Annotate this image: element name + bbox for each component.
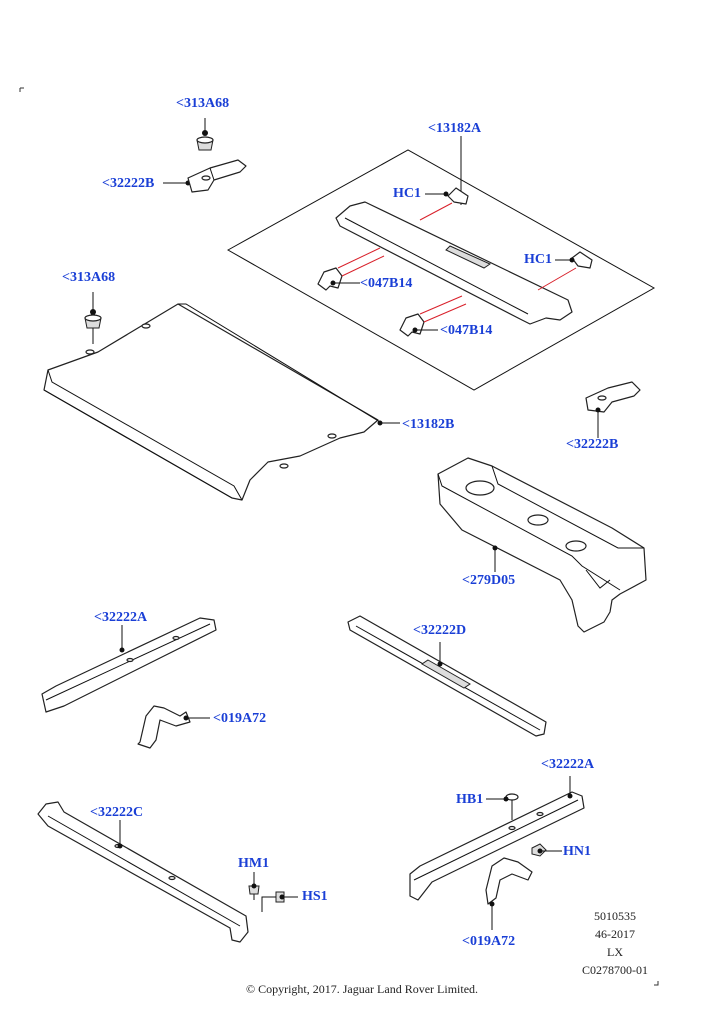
rail-32222A-right[interactable] xyxy=(409,791,585,901)
red-leader xyxy=(419,202,453,221)
callout-32222A-right[interactable]: <32222A xyxy=(541,757,595,772)
load-floor-13182B[interactable] xyxy=(43,303,381,501)
meta-line-4: C0278700-01 xyxy=(582,963,648,977)
fastener-313A68-top[interactable] xyxy=(196,136,214,151)
detail-box-13182A xyxy=(226,149,656,391)
corner-mark xyxy=(19,87,24,92)
callout-32222D[interactable]: <32222D xyxy=(413,623,467,638)
clip-HC1-b[interactable] xyxy=(571,251,593,269)
clip-047B14-a[interactable] xyxy=(317,267,343,291)
red-leader xyxy=(337,247,381,269)
callout-313A68-mid[interactable]: <313A68 xyxy=(62,270,116,285)
callout-32222C[interactable]: <32222C xyxy=(90,805,144,820)
callout-019A72-right[interactable]: <019A72 xyxy=(462,934,516,949)
leader-dot xyxy=(202,130,208,136)
clip-047B14-b[interactable] xyxy=(399,313,425,337)
callout-HS1[interactable]: HS1 xyxy=(302,889,328,904)
callout-HN1[interactable]: HN1 xyxy=(563,844,591,859)
red-leader xyxy=(537,267,577,291)
callout-HC1-a[interactable]: HC1 xyxy=(393,186,421,201)
corner-mark xyxy=(654,981,659,986)
meta-line-2: 46-2017 xyxy=(595,927,635,941)
meta-line-1: 5010535 xyxy=(594,909,636,923)
rail-32222A-left[interactable] xyxy=(41,617,217,713)
callout-32222B-right[interactable]: <32222B xyxy=(566,437,619,452)
callout-13182B[interactable]: <13182B xyxy=(402,417,455,432)
cover-panel-13182A[interactable] xyxy=(335,201,573,325)
callout-019A72-left[interactable]: <019A72 xyxy=(213,711,267,726)
red-leader xyxy=(423,303,467,323)
callout-13182A[interactable]: <13182A xyxy=(428,121,482,136)
copyright-notice: © Copyright, 2017. Jaguar Land Rover Lim… xyxy=(245,982,479,996)
callout-047B14-b[interactable]: <047B14 xyxy=(440,323,493,338)
callout-32222B-top[interactable]: <32222B xyxy=(102,176,155,191)
fastener-313A68-mid[interactable] xyxy=(84,314,102,329)
red-leader xyxy=(341,255,385,277)
bracket-32222B-top[interactable] xyxy=(187,159,247,193)
callout-32222A-left[interactable]: <32222A xyxy=(94,610,148,625)
clip-HC1-a[interactable] xyxy=(447,187,469,205)
storage-tray-279D05[interactable] xyxy=(437,457,647,633)
crossbar-32222D[interactable] xyxy=(347,615,547,737)
callout-047B14-a[interactable]: <047B14 xyxy=(360,276,413,291)
meta-line-3: LX xyxy=(607,945,623,959)
bracket-019A72-right[interactable] xyxy=(485,857,533,905)
callout-313A68-top[interactable]: <313A68 xyxy=(176,96,230,111)
bracket-32222B-right[interactable] xyxy=(585,381,641,413)
red-leader xyxy=(419,295,463,315)
callout-HC1-b[interactable]: HC1 xyxy=(524,252,552,267)
bracket-019A72-left[interactable] xyxy=(137,705,191,749)
callout-HB1[interactable]: HB1 xyxy=(456,792,484,807)
callout-HM1[interactable]: HM1 xyxy=(238,856,270,871)
callout-279D05[interactable]: <279D05 xyxy=(462,573,516,588)
rail-32222C[interactable] xyxy=(37,801,249,943)
